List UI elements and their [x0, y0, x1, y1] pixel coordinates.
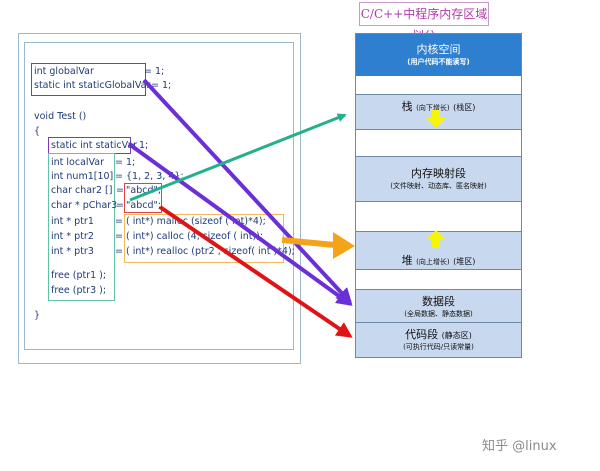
code-segment: 代码段 (静态区) (可执行代码/只读常量)	[356, 322, 521, 357]
global-var-init: = 1;	[144, 66, 165, 77]
static-to-data-arrow	[127, 142, 353, 306]
stack-vars-highlight	[48, 153, 115, 301]
free-gap-middle	[356, 201, 521, 231]
local-var-init: = 1;	[115, 157, 136, 168]
ptr1-decl: int * ptr1	[51, 216, 94, 227]
heap-title: 堆	[401, 254, 413, 267]
ptr3-init: = ( int*) realloc (ptr2 , sizeof( int )*…	[115, 246, 295, 257]
local-var-decl: int localVar	[51, 157, 105, 168]
code-panel-outer	[18, 33, 301, 364]
pchar3-literal: "abcd";	[126, 200, 162, 211]
code-panel-inner	[24, 42, 294, 350]
free-ptr3: free (ptr3 );	[51, 285, 107, 296]
watermark: 知乎 @linux	[482, 439, 557, 454]
free-gap-lower	[356, 269, 521, 289]
free-gap-upper	[356, 129, 521, 156]
num1-decl: int num1[10]	[51, 171, 114, 182]
char2-to-stack-arrow	[129, 113, 347, 202]
open-brace: {	[34, 126, 41, 137]
close-brace: }	[34, 310, 41, 321]
mmap-title: 内存映射段	[411, 167, 466, 180]
heap-arrowhead	[333, 232, 355, 259]
global-to-data-arrow	[142, 78, 353, 305]
char2-literal: "abcd";	[126, 185, 162, 196]
kernel-space-note: (用户代码不能读写)	[407, 58, 470, 66]
code-segment-alias: (静态区)	[441, 331, 472, 340]
data-segment-note: (全局数据、静态数据)	[404, 310, 473, 318]
literal-to-code-arrow	[158, 205, 353, 338]
ptr2-init: = ( int*) calloc (4, sizeof ( int));	[115, 231, 264, 242]
pchar3-decl: char * pChar3	[51, 200, 118, 211]
static-global-var-decl: static int staticGlobalVar	[34, 80, 151, 91]
free-ptr1: free (ptr1 );	[51, 270, 107, 281]
global-var-decl: int globalVar	[34, 66, 94, 77]
ptr2-decl: int * ptr2	[51, 231, 94, 242]
stack-title: 栈	[401, 100, 413, 113]
string-literal-highlight	[124, 183, 162, 213]
code-segment-note: (可执行代码/只读常量)	[403, 343, 474, 351]
kernel-space-segment: 内核空间 (用户代码不能读写)	[356, 34, 521, 76]
char2-decl: char char2 []	[51, 185, 113, 196]
char2-eq: =	[116, 185, 124, 196]
heap-growth-arrow	[426, 230, 446, 248]
stack-alias: (栈区)	[453, 103, 476, 112]
code-segment-title: 代码段	[405, 328, 439, 341]
pchar3-eq: =	[116, 200, 124, 211]
memory-layout: 内核空间 (用户代码不能读写) 栈 (向下增长) (栈区) 内存映射段 (文件映…	[355, 33, 522, 358]
ptr1-init: = ( int*) malloc (sizeof ( int)*4);	[115, 216, 266, 227]
stack-growth-note: (向下增长)	[416, 104, 450, 112]
function-signature: void Test ()	[34, 111, 87, 122]
mmap-note: (文件映射、动态库、匿名映射)	[390, 182, 487, 190]
heap-growth-note: (向上增长)	[416, 258, 450, 266]
ptr3-decl: int * ptr3	[51, 246, 94, 257]
static-var-decl: static int staticVar	[51, 140, 138, 151]
alloc-to-heap-arrow	[281, 237, 336, 248]
data-segment-title: 数据段	[422, 295, 455, 308]
kernel-space-title: 内核空间	[416, 43, 461, 56]
mmap-segment: 内存映射段 (文件映射、动态库、匿名映射)	[356, 156, 521, 201]
data-segment: 数据段 (全局数据、静态数据)	[356, 289, 521, 322]
static-global-var-init: = 1;	[151, 80, 172, 91]
stack-growth-arrow	[426, 110, 446, 128]
heap-alias: (堆区)	[453, 257, 476, 266]
